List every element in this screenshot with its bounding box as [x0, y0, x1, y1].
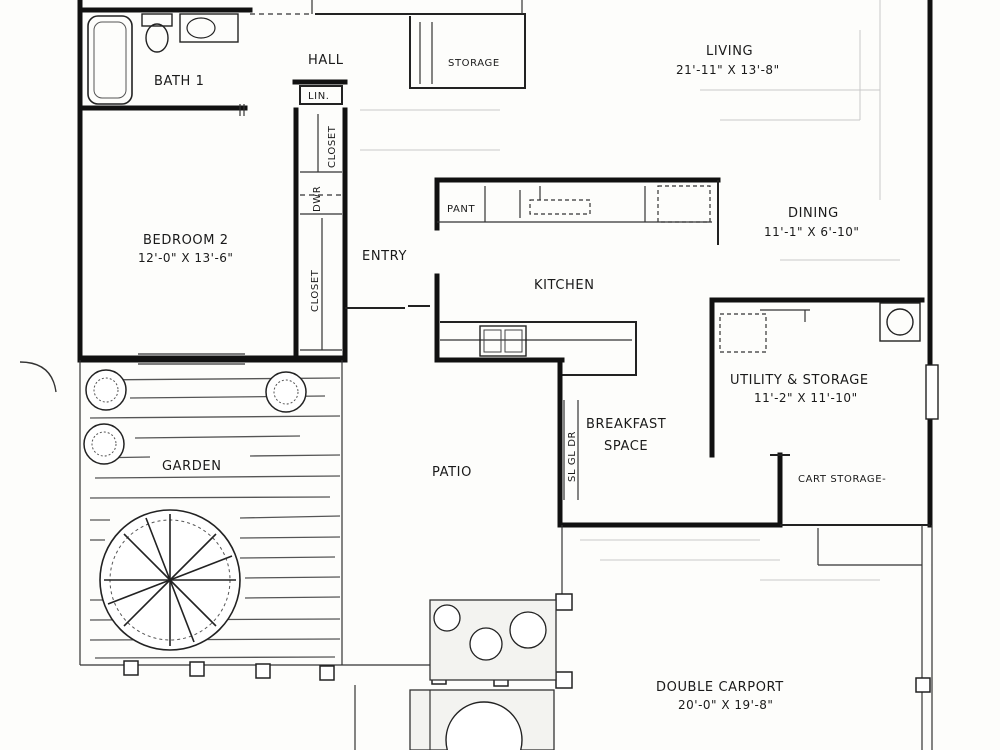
- carport-outline: [555, 525, 933, 750]
- living-label: LIVING: [706, 44, 753, 59]
- closet-upper-label: CLOSET: [327, 125, 338, 168]
- tree-icon: [99, 509, 241, 651]
- bedroom-window: [138, 353, 245, 365]
- bedroom2-label: BEDROOM 2: [143, 233, 229, 248]
- utility-label: UTILITY & STORAGE: [730, 373, 869, 388]
- shrub-icon-1: [85, 369, 127, 411]
- utility-dims: 11'-2" X 11'-10": [754, 391, 858, 405]
- sliding-door-label: SL GL DR: [567, 431, 578, 482]
- planter-bed: [354, 599, 557, 750]
- bedroom-door-icon: [239, 104, 245, 116]
- patio-label: PATIO: [432, 465, 472, 480]
- linen-label: LIN.: [308, 91, 330, 102]
- dining-label: DINING: [788, 206, 839, 221]
- garden-label: GARDEN: [162, 459, 222, 474]
- utility-walls: [709, 297, 939, 528]
- pantry-label: PANT: [447, 204, 476, 215]
- bath1-walls: [77, 0, 526, 111]
- kitchen-upper-counter: [434, 177, 721, 245]
- closet-lower-label: CLOSET: [310, 269, 321, 312]
- shrub-icon-2: [83, 423, 125, 465]
- cart-storage-label: CART STORAGE-: [798, 474, 886, 485]
- dining-dims: 11'-1" X 6'-10": [764, 225, 859, 239]
- drawer-label: DWR: [312, 186, 323, 212]
- carport-label: DOUBLE CARPORT: [656, 680, 784, 695]
- carport-dims: 20'-0" X 19'-8": [678, 698, 773, 712]
- living-dims: 21'-11" X 13'-8": [676, 63, 780, 77]
- toilet-icon: [141, 13, 173, 53]
- door-arc-icon: [19, 361, 57, 393]
- hall-closets: [292, 79, 348, 363]
- background-ghost-lines: [360, 0, 900, 581]
- shrub-icon-3: [265, 371, 307, 413]
- breakfast-walls: [557, 359, 783, 528]
- breakfast-label: BREAKFAST: [586, 417, 666, 432]
- bathtub-icon: [87, 15, 133, 105]
- kitchen-label: KITCHEN: [534, 278, 595, 293]
- entry-walls: [345, 273, 565, 363]
- sink-icon: [179, 13, 239, 43]
- breakfast-label-2: SPACE: [604, 439, 648, 454]
- hall-label: HALL: [308, 53, 344, 68]
- kitchen-sink-counter: [440, 321, 637, 376]
- entry-label: ENTRY: [362, 249, 407, 264]
- storage-label: STORAGE: [448, 58, 500, 69]
- bedroom2-dims: 12'-0" X 13'-6": [138, 251, 233, 265]
- bath1-label: BATH 1: [154, 74, 205, 89]
